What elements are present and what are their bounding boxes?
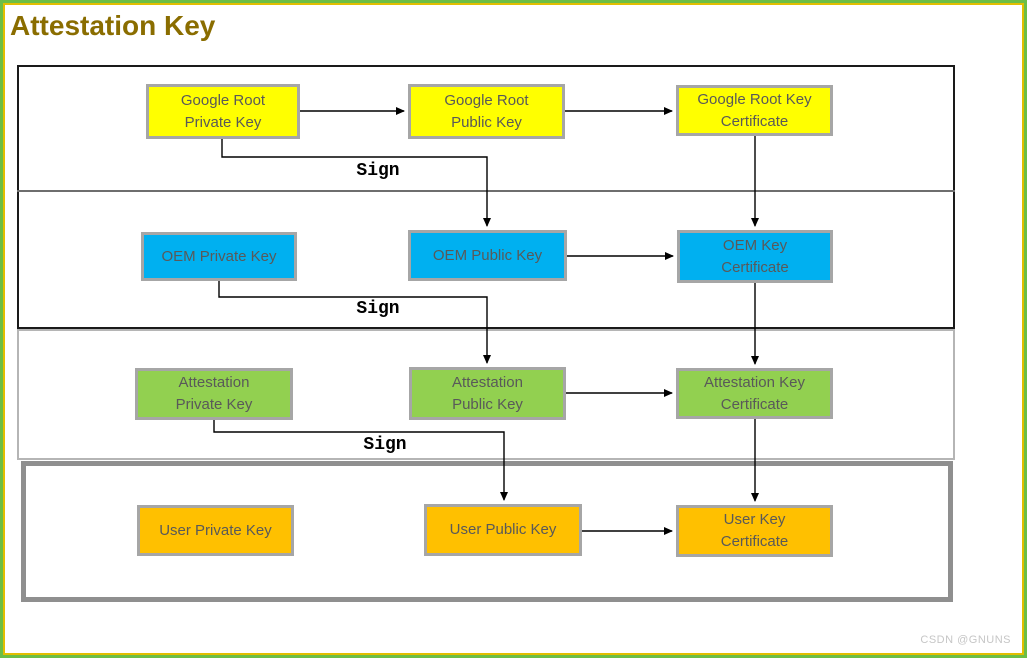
- box-label-line: OEM Public Key: [432, 246, 543, 264]
- box-user-public-key: User Public Key: [424, 504, 582, 556]
- box-oem-public-key: OEM Public Key: [408, 230, 567, 281]
- box-label-line: Attestation Key: [704, 373, 805, 391]
- box-user-private-key: User Private Key: [137, 505, 294, 556]
- box-label-line: Private Key: [175, 396, 253, 413]
- box-attestation-key-certificate: Attestation Key Certificate: [676, 368, 833, 419]
- box-user-key-certificate: User Key Certificate: [676, 505, 833, 557]
- box-label-line: Attestation: [178, 374, 250, 391]
- box-label-line: User Public Key: [449, 521, 557, 538]
- box-label-line: Google Root: [444, 91, 529, 109]
- box-label-line: OEM Private Key: [161, 247, 277, 265]
- box-attestation-private-key: Attestation Private Key: [135, 368, 293, 420]
- box-label-line: Certificate: [720, 533, 789, 550]
- box-label-line: User Key: [723, 511, 786, 528]
- sign-label-attestation: Sign: [363, 435, 407, 455]
- box-oem-private-key: OEM Private Key: [141, 232, 297, 281]
- page-title: Attestation Key: [10, 10, 216, 41]
- box-google-root-key-certificate: Google Root Key Certificate: [676, 85, 833, 136]
- box-attestation-public-key: Attestation Public Key: [409, 367, 566, 420]
- box-google-root-public-key: Google Root Public Key: [408, 84, 565, 139]
- box-label-line: Private Key: [184, 113, 262, 131]
- box-label-line: Certificate: [720, 112, 789, 130]
- box-label-line: Certificate: [720, 395, 789, 413]
- box-label-line: Public Key: [451, 113, 522, 131]
- box-google-root-private-key: Google Root Private Key: [146, 84, 300, 139]
- box-label-line: Google Root Key: [697, 90, 812, 108]
- box-label-line: User Private Key: [159, 521, 272, 539]
- box-label-line: Certificate: [721, 258, 789, 276]
- box-label-line: Google Root: [180, 91, 266, 109]
- sign-label-oem: Sign: [356, 299, 400, 319]
- box-label-line: Public Key: [452, 395, 523, 413]
- sign-label-google: Sign: [356, 161, 400, 181]
- box-label-line: Attestation: [452, 373, 523, 391]
- csdn-watermark: CSDN @GNUNS: [920, 634, 1011, 646]
- box-oem-key-certificate: OEM Key Certificate: [677, 230, 833, 283]
- box-label-line: OEM Key: [722, 236, 788, 254]
- google-oem-divider: [17, 190, 955, 192]
